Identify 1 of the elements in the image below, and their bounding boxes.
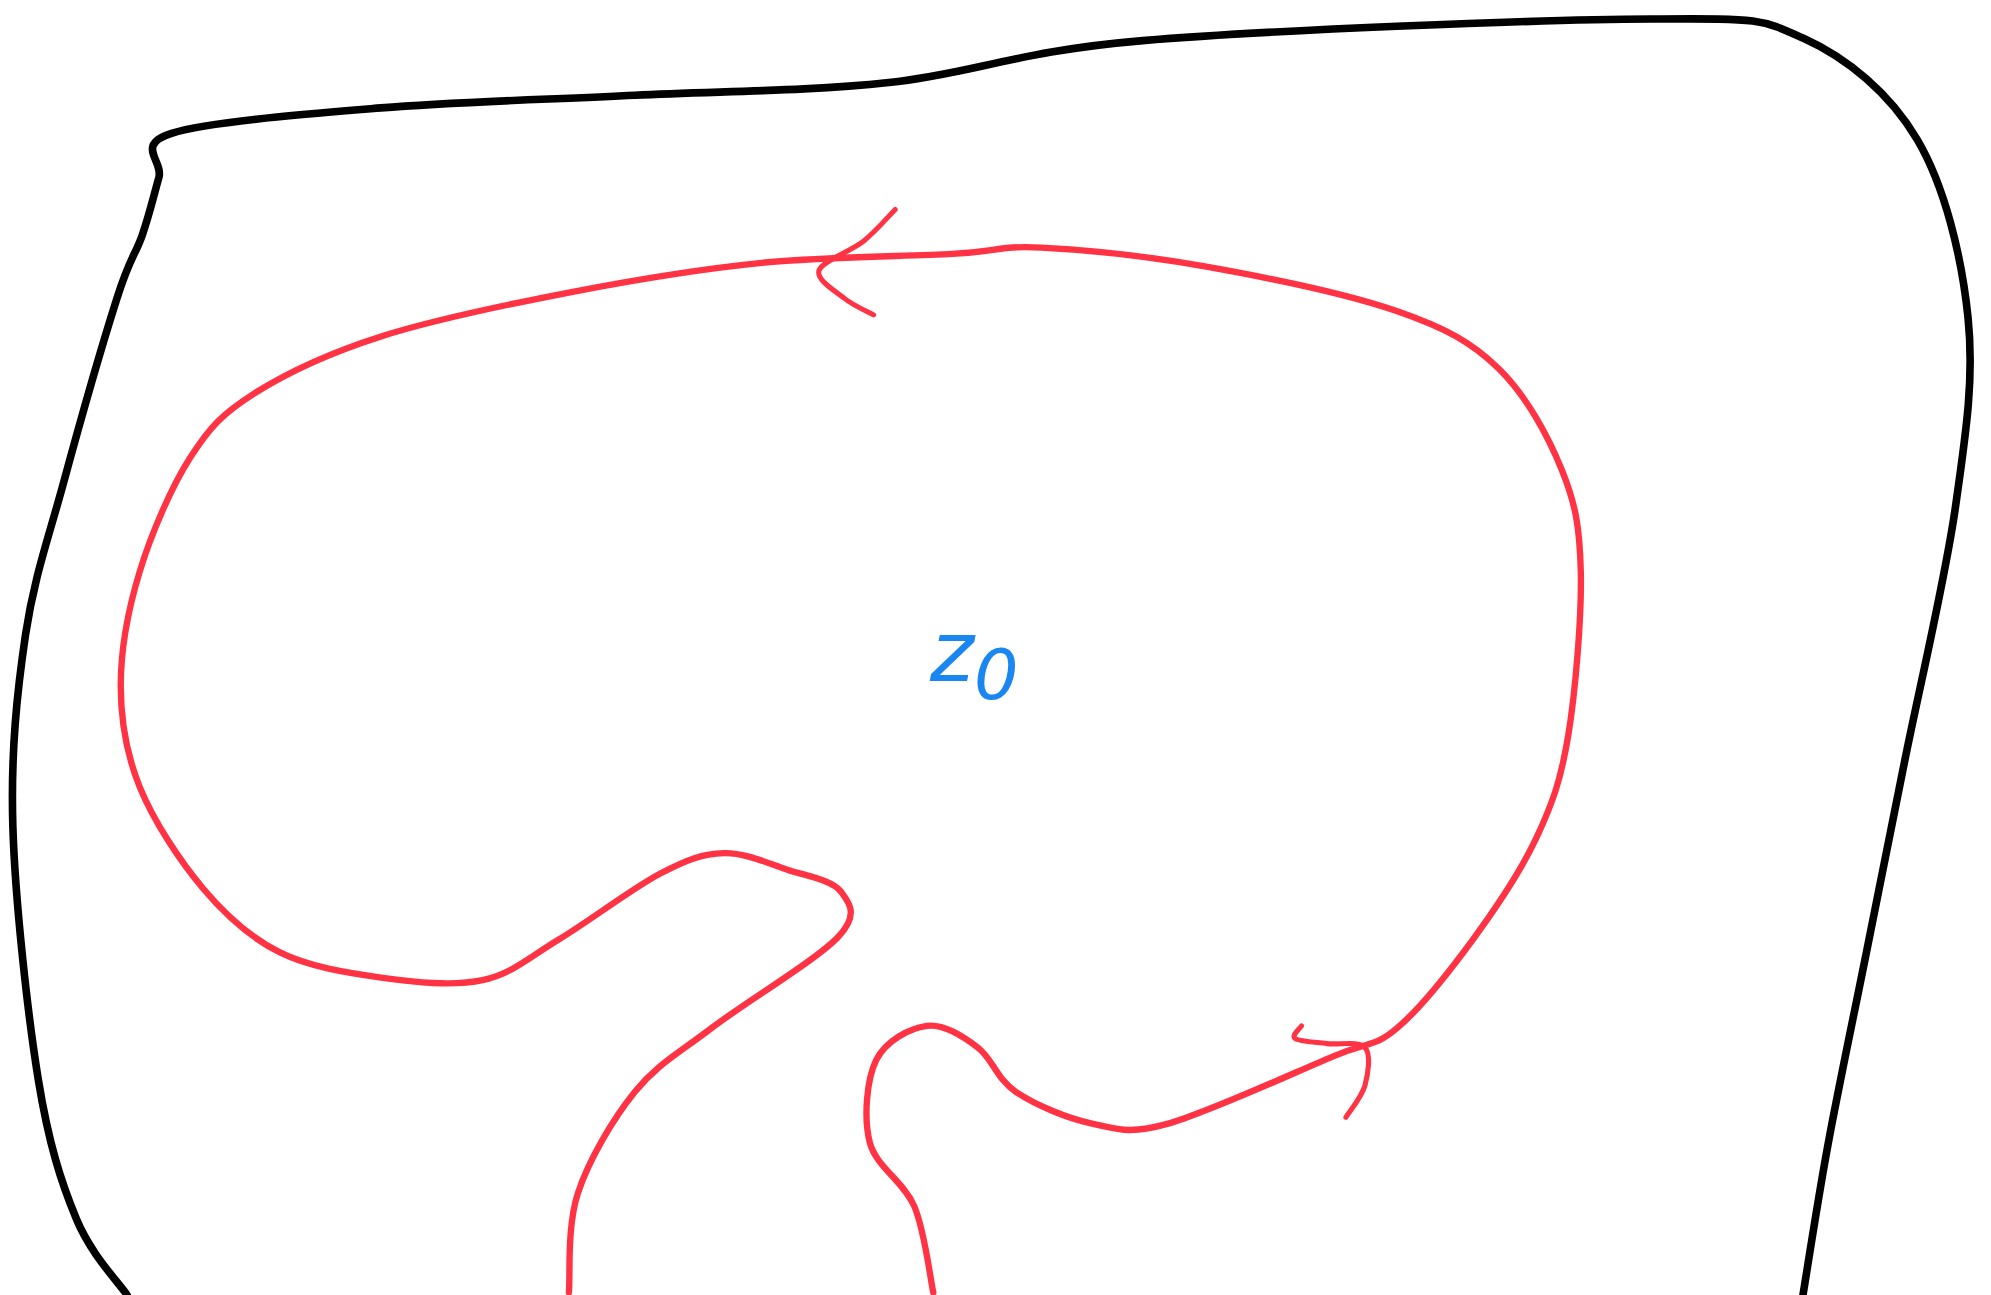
point-label: z$_{0}$ [930,610,1019,710]
